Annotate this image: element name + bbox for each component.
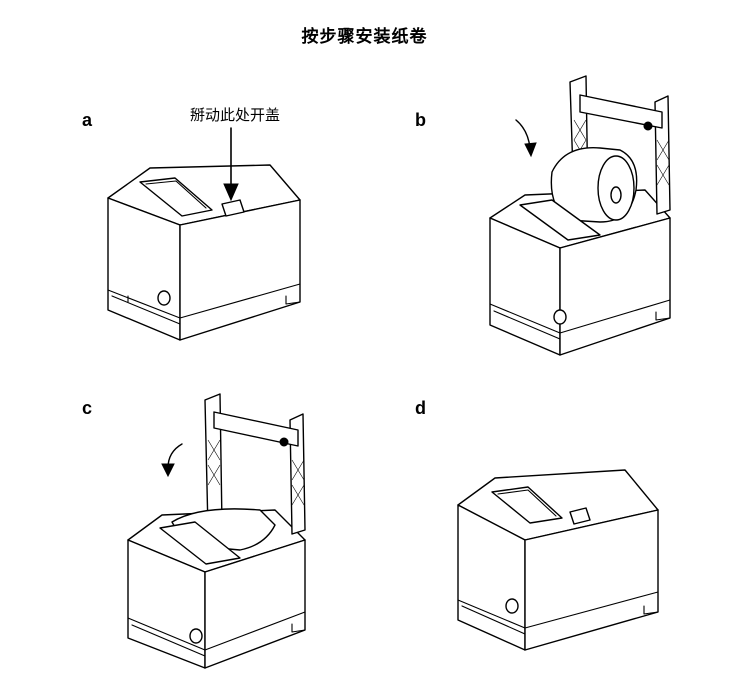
curved-arrow-c	[161, 443, 183, 478]
curved-arrow-b	[515, 119, 537, 158]
printer-open-c	[127, 393, 306, 669]
press-arrow	[223, 127, 239, 202]
step-label-a: a	[82, 110, 93, 130]
printer-closed-d	[457, 469, 659, 651]
page-title: 按步骤安装纸卷	[301, 27, 428, 47]
open-lid-callout: 掰动此处开盖	[190, 106, 281, 124]
printer-open-b	[489, 75, 671, 356]
step-label-c: c	[82, 398, 93, 418]
step-label-b: b	[415, 110, 426, 130]
printer-closed-a	[107, 164, 301, 341]
step-label-d: d	[415, 398, 426, 418]
